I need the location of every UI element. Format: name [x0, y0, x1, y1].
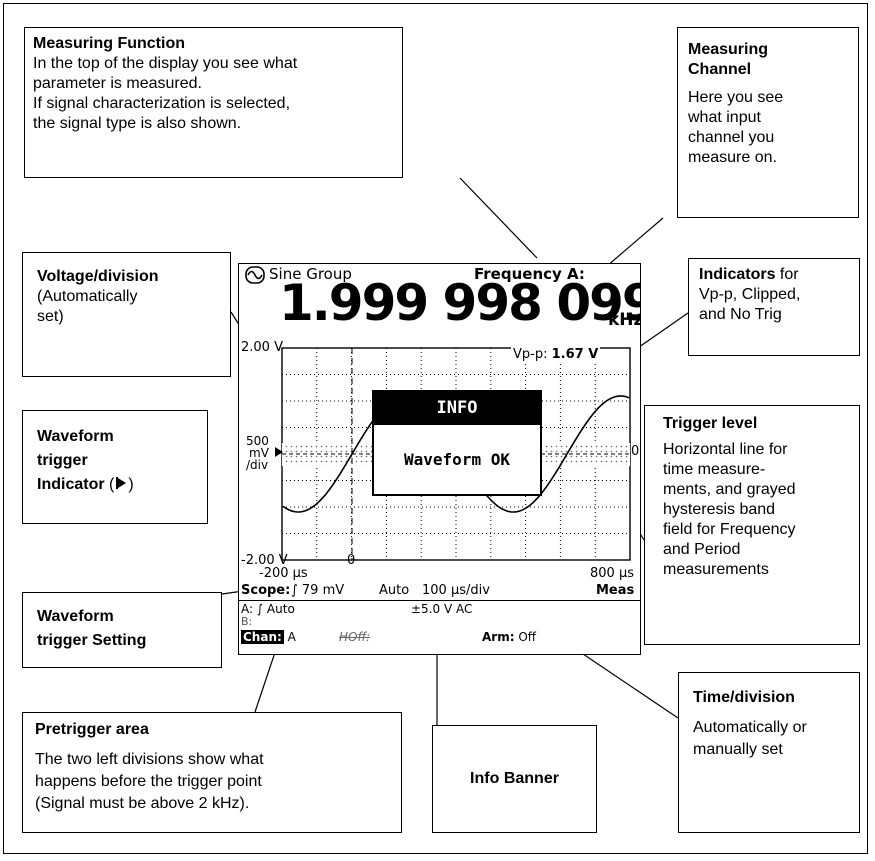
- main-reading: 1.999 998 099: [279, 274, 641, 332]
- volts-per-div-1: 500: [246, 434, 269, 448]
- callout-title: Channel: [688, 61, 752, 78]
- callout-title: trigger Setting: [37, 632, 147, 649]
- callout-text: set): [37, 308, 64, 325]
- callout-text: for: [775, 266, 799, 283]
- callout-title: Measuring: [688, 41, 769, 58]
- callout-text: measure on.: [688, 149, 777, 166]
- info-banner-title: INFO: [374, 392, 540, 425]
- callout-title: Time/division: [693, 689, 795, 706]
- trigger-indicator-symbol: (): [109, 476, 134, 493]
- callout-waveform-trigger-setting: Waveform trigger Setting: [22, 592, 222, 668]
- x-axis-left-label: -200 µs: [259, 566, 308, 581]
- callout-text: If signal characterization is selected,: [33, 95, 291, 112]
- vpp-indicator: Vp-p: 1.67 V: [511, 347, 601, 362]
- trigger-zero-label: 0: [631, 444, 640, 459]
- callout-title: Indicators: [699, 266, 776, 283]
- instrument-display: Sine Group Frequency A: 1.999 998 099 kH…: [238, 263, 641, 655]
- callout-title: Waveform: [37, 608, 114, 625]
- chan-label: Chan:: [241, 630, 284, 644]
- callout-text: field for Frequency: [663, 521, 796, 538]
- callout-text: The two left divisions show what: [35, 751, 264, 768]
- reading-unit: kHz: [608, 310, 641, 330]
- callout-title: Info Banner: [470, 770, 559, 787]
- sine-wave-icon: [245, 266, 265, 284]
- info-banner: INFO Waveform OK: [372, 390, 542, 496]
- trigger-flag-icon: [116, 477, 127, 489]
- callout-text: parameter is measured.: [33, 75, 202, 92]
- callout-title: trigger: [37, 452, 88, 469]
- x-axis-zero-label: 0: [347, 553, 356, 568]
- callout-text: channel you: [688, 129, 775, 146]
- scope-label: Scope:: [241, 583, 291, 598]
- time-per-div: 100 µs/div: [422, 583, 490, 598]
- callout-time-division: Time/division Automatically or manually …: [678, 672, 860, 833]
- callout-title: Waveform: [37, 428, 114, 445]
- input-b-setting: B:: [241, 615, 253, 628]
- callout-text: (Signal must be above 2 kHz).: [35, 795, 250, 812]
- volts-per-div-3: /div: [246, 458, 269, 472]
- callout-text: hysteresis band: [663, 501, 776, 518]
- vpp-value: 1.67 V: [551, 347, 599, 362]
- callout-text: happens before the trigger point: [35, 773, 262, 790]
- callout-pretrigger-area: Pretrigger area The two left divisions s…: [22, 712, 402, 833]
- callout-text: manually set: [693, 741, 783, 758]
- scope-mode: Auto: [379, 583, 410, 598]
- callout-text: and Period: [663, 541, 741, 558]
- callout-text: ments, and grayed: [663, 481, 796, 498]
- callout-text: (Automatically: [37, 288, 138, 305]
- y-axis-bottom-label: -2.00 V: [241, 553, 288, 568]
- callout-info-banner: Info Banner: [432, 725, 597, 833]
- callout-text: Vp-p, Clipped,: [699, 286, 801, 303]
- callout-text: In the top of the display you see what: [33, 55, 298, 72]
- status-divider: [239, 600, 640, 601]
- y-axis-top-label: 2.00 V: [241, 340, 283, 355]
- callout-trigger-level: Trigger level Horizontal line for time m…: [644, 405, 860, 645]
- callout-measuring-function: Measuring Function In the top of the dis…: [24, 27, 403, 178]
- vpp-label: Vp-p:: [513, 347, 548, 362]
- callout-text: Automatically or: [693, 719, 807, 736]
- volts-per-div-2: mV: [249, 446, 269, 460]
- measurement-function-label: Frequency A:: [474, 265, 585, 283]
- arm-value: Off: [518, 630, 537, 644]
- input-a-range: ±5.0 V AC: [411, 602, 473, 616]
- chan-value: A: [287, 630, 296, 644]
- callout-measuring-channel: Measuring Channel Here you see what inpu…: [677, 27, 859, 218]
- info-banner-message: Waveform OK: [404, 450, 510, 469]
- leader-indicators: [631, 312, 689, 353]
- callout-text: measurements: [663, 561, 769, 578]
- x-axis-right-label: 800 µs: [590, 566, 634, 581]
- callout-title: Trigger level: [663, 415, 758, 432]
- callout-text: time measure-: [663, 461, 766, 478]
- callout-text: the signal type is also shown.: [33, 115, 242, 132]
- arm-label: Arm:: [482, 630, 515, 644]
- callout-title: Pretrigger area: [35, 721, 149, 738]
- callout-indicators: Indicators for Vp-p, Clipped, and No Tri…: [688, 258, 860, 356]
- arm-field[interactable]: Arm: Off: [482, 630, 536, 644]
- callout-voltage-division: Voltage/division (Automatically set): [22, 252, 231, 377]
- callout-waveform-trigger-indicator: Waveform trigger Indicator (): [22, 410, 208, 524]
- callout-title: Indicator: [37, 476, 105, 493]
- meas-softkey[interactable]: Meas: [596, 583, 635, 598]
- callout-title: Voltage/division: [37, 268, 159, 285]
- chan-field[interactable]: Chan: A: [241, 630, 296, 644]
- callout-text: what input: [688, 109, 761, 126]
- callout-title: Measuring Function: [33, 35, 185, 52]
- callout-text: and No Trig: [699, 306, 782, 323]
- input-a-setting: A: ∫ Auto: [241, 602, 295, 616]
- scope-trigger-setting: ∫ 79 mV: [291, 583, 345, 598]
- signal-type-label: Sine Group: [269, 265, 352, 283]
- trigger-indicator-icon: [275, 447, 283, 457]
- callout-text: Here you see: [688, 89, 784, 106]
- leader-measuring-function: [459, 177, 538, 259]
- hold-off-field: HOff:: [339, 630, 371, 644]
- callout-text: Horizontal line for: [663, 441, 788, 458]
